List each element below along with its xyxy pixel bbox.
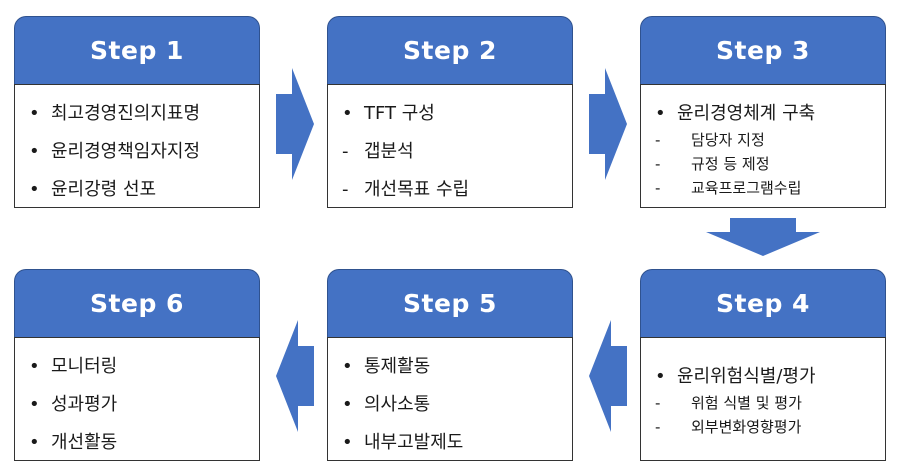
- step-6-header: Step 6: [14, 269, 260, 337]
- step-5-item-2-text: 의사소통: [364, 394, 431, 415]
- bullet-marker: •: [29, 103, 40, 124]
- step-6-body: • 모니터링 • 성과평가 • 개선활동: [14, 337, 260, 461]
- step-3-title: Step 3: [716, 36, 810, 65]
- step-1-item-3: • 윤리강령 선포: [29, 175, 156, 201]
- step-4-body: • 윤리위험식별/평가 - 위험 식별 및 평가 - 외부변화영향평가: [640, 337, 886, 461]
- arrow-right-icon: [276, 68, 314, 180]
- bullet-marker: •: [342, 103, 353, 124]
- step-3-item-3: - 규정 등 제정: [655, 153, 770, 174]
- dash-marker: -: [655, 394, 661, 412]
- dash-marker: -: [655, 131, 661, 149]
- arrow-left-icon: [589, 320, 627, 432]
- step-2-item-2: -갭분석: [342, 137, 414, 163]
- step-4-item-2-text: 위험 식별 및 평가: [691, 394, 802, 412]
- dash-marker: -: [655, 418, 661, 436]
- step-4-item-2: - 위험 식별 및 평가: [655, 392, 802, 413]
- step-2-item-1-text: TFT 구성: [364, 103, 435, 124]
- step-6-item-2: • 성과평가: [29, 390, 117, 416]
- step-5-item-1: • 통제활동: [342, 352, 430, 378]
- step-3-item-4-text: 교육프로그램수립: [691, 179, 802, 197]
- step-6-item-1: • 모니터링: [29, 352, 117, 378]
- bullet-marker: •: [342, 432, 353, 453]
- dash-marker: -: [342, 141, 349, 162]
- step-1-title: Step 1: [90, 36, 184, 65]
- step-5-item-1-text: 통제활동: [364, 356, 431, 377]
- bullet-marker: •: [342, 394, 353, 415]
- step-3-item-2: - 담당자 지정: [655, 129, 765, 150]
- bullet-marker: •: [29, 432, 40, 453]
- step-4-header: Step 4: [640, 269, 886, 337]
- bullet-marker: •: [29, 394, 40, 415]
- step-3-body: • 윤리경영체계 구축 - 담당자 지정 - 규정 등 제정 - 교육프로그램수립: [640, 84, 886, 208]
- step-4-item-3-text: 외부변화영향평가: [691, 418, 802, 436]
- step-4-item-1: • 윤리위험식별/평가: [655, 362, 816, 388]
- step-1-item-1: • 최고경영진의지표명: [29, 99, 200, 125]
- step-1-header: Step 1: [14, 16, 260, 84]
- step-5-header: Step 5: [327, 269, 573, 337]
- step-1-item-1-text: 최고경영진의지표명: [51, 103, 201, 124]
- step-1-item-2: • 윤리경영책임자지정: [29, 137, 200, 163]
- step-3-item-2-text: 담당자 지정: [691, 131, 765, 149]
- step-6-title: Step 6: [90, 289, 184, 318]
- step-5-title: Step 5: [403, 289, 497, 318]
- step-2-item-2-text: 갭분석: [364, 141, 414, 162]
- step-2-item-1: • TFT 구성: [342, 99, 435, 125]
- step-2-item-3: -개선목표 수립: [342, 175, 469, 201]
- bullet-marker: •: [29, 179, 40, 200]
- step-6-item-3-text: 개선활동: [51, 432, 118, 453]
- step-5-item-2: • 의사소통: [342, 390, 430, 416]
- step-4-item-3: - 외부변화영향평가: [655, 416, 801, 437]
- bullet-marker: •: [655, 103, 666, 124]
- step-3-item-1: • 윤리경영체계 구축: [655, 99, 815, 125]
- step-4-item-1-text: 윤리위험식별/평가: [677, 366, 816, 387]
- step-2-body: • TFT 구성 -갭분석 -개선목표 수립: [327, 84, 573, 208]
- step-2-header: Step 2: [327, 16, 573, 84]
- step-6-item-1-text: 모니터링: [51, 356, 118, 377]
- step-5-item-3: • 내부고발제도: [342, 428, 463, 454]
- step-4-title: Step 4: [716, 289, 810, 318]
- step-6-item-2-text: 성과평가: [51, 394, 118, 415]
- dash-marker: -: [342, 179, 349, 200]
- bullet-marker: •: [29, 356, 40, 377]
- step-3-item-4: - 교육프로그램수립: [655, 177, 801, 198]
- step-3-header: Step 3: [640, 16, 886, 84]
- arrow-down-icon: [706, 218, 820, 256]
- bullet-marker: •: [342, 356, 353, 377]
- arrow-left-icon: [276, 320, 314, 432]
- arrow-right-icon: [589, 68, 627, 180]
- step-6-item-3: • 개선활동: [29, 428, 117, 454]
- step-3-item-1-text: 윤리경영체계 구축: [677, 103, 816, 124]
- step-1-item-3-text: 윤리강령 선포: [51, 179, 157, 200]
- bullet-marker: •: [29, 141, 40, 162]
- step-5-body: • 통제활동 • 의사소통 • 내부고발제도: [327, 337, 573, 461]
- step-3-item-3-text: 규정 등 제정: [691, 155, 770, 173]
- step-5-item-3-text: 내부고발제도: [364, 432, 464, 453]
- step-1-item-2-text: 윤리경영책임자지정: [51, 141, 201, 162]
- step-2-item-3-text: 개선목표 수립: [364, 179, 470, 200]
- dash-marker: -: [655, 179, 661, 197]
- step-1-body: • 최고경영진의지표명 • 윤리경영책임자지정 • 윤리강령 선포: [14, 84, 260, 208]
- dash-marker: -: [655, 155, 661, 173]
- bullet-marker: •: [655, 366, 666, 387]
- step-2-title: Step 2: [403, 36, 497, 65]
